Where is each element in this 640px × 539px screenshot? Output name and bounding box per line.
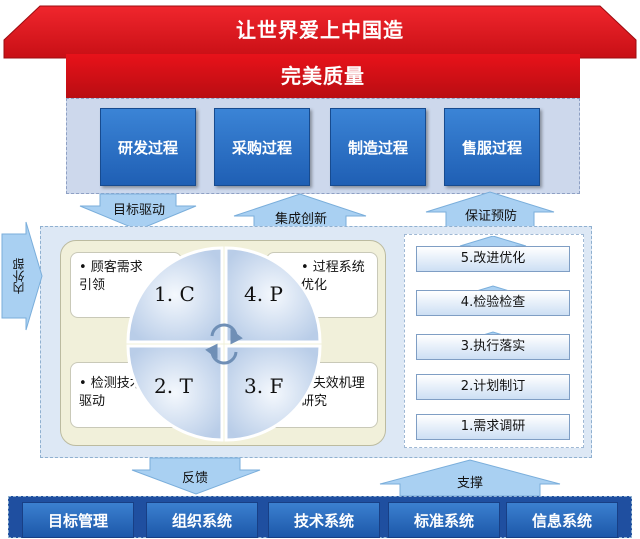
- system-organization: 组织系统: [146, 502, 258, 538]
- process-rd: 研发过程: [100, 108, 196, 186]
- quad-text-customer: • 顾客需求引领: [79, 260, 143, 293]
- roof-banner: [3, 5, 637, 59]
- step-3: 3.执行落实: [416, 334, 570, 360]
- cpft-circle: [126, 246, 322, 442]
- process-purchasing: 采购过程: [214, 108, 310, 186]
- quality-banner: 完美质量: [66, 54, 580, 98]
- step-2: 2.计划制订: [416, 374, 570, 400]
- bottom-arrows: [131, 457, 561, 497]
- system-information: 信息系统: [506, 502, 618, 538]
- quad-code-t: 2. T: [154, 374, 193, 398]
- quad-text-process: • 过程系统优化: [301, 260, 365, 293]
- inner-outer-arrow: [1, 221, 43, 331]
- goal-driven-label: 目标驱动: [112, 203, 165, 218]
- feedback-label: 反馈: [181, 471, 208, 486]
- process-manufacturing: 制造过程: [330, 108, 426, 186]
- quad-text-failure: • 失效机理研究: [301, 376, 365, 409]
- inner-outer-label: 内外部: [12, 258, 26, 294]
- support-label: 支撑: [456, 476, 483, 491]
- step-5: 5.改进优化: [416, 246, 570, 272]
- slogan-title: 让世界爱上中国造: [236, 18, 404, 42]
- quad-code-f: 3. F: [244, 374, 284, 398]
- system-technology: 技术系统: [268, 502, 380, 538]
- process-after-sales: 售服过程: [444, 108, 540, 186]
- integrated-innovation-label: 集成创新: [274, 212, 327, 227]
- system-goal-management: 目标管理: [22, 502, 134, 538]
- connector-arrows: [79, 191, 555, 231]
- quad-code-c: 1. C: [154, 282, 195, 306]
- step-4: 4.检验检查: [416, 290, 570, 316]
- assurance-prevention-label: 保证预防: [464, 209, 517, 224]
- quad-text-testing: • 检测技术驱动: [79, 376, 143, 409]
- quad-code-p: 4. P: [244, 282, 283, 306]
- step-1: 1.需求调研: [416, 414, 570, 440]
- cycle-icon: [205, 323, 243, 365]
- system-standards: 标准系统: [388, 502, 500, 538]
